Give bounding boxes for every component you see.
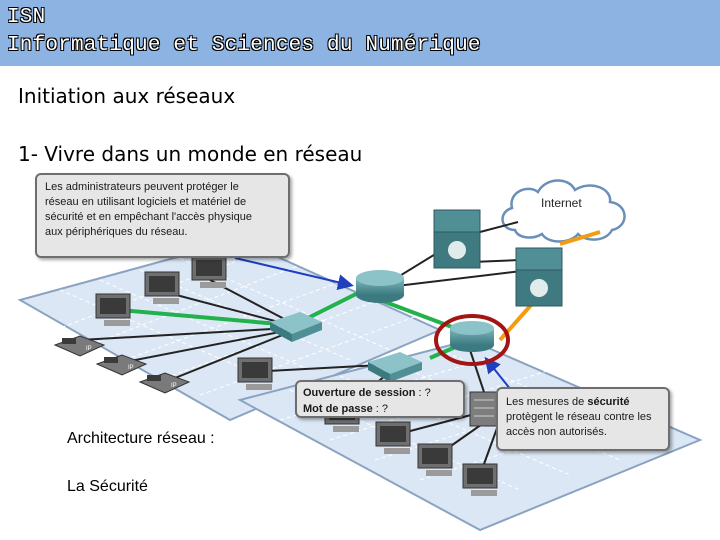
admin-callout-line: sécurité et en empêchant l'accès physiqu… [45,211,252,223]
password-label: Mot de passe [303,403,373,415]
admin-callout-line: Les administrateurs peuvent protéger le [45,181,239,193]
ip-phone-label: IP [128,365,134,371]
login-callout: Ouverture de session : ? Mot de passe : … [295,380,465,418]
admin-callout-line: réseau en utilisant logiciels et matérie… [45,196,247,208]
ip-phone-label: IP [86,346,92,352]
router-firewall [434,314,510,366]
security-callout-prefix: Les mesures de [506,396,588,408]
ip-phone-group [53,335,191,394]
security-caption: La Sécurité [67,478,148,495]
internet-label: Internet [541,196,582,210]
workstation-group [95,255,498,496]
login-value: : ? [415,387,431,399]
admin-callout-line: aux périphériques du réseau. [45,226,188,238]
server-icon [469,391,499,427]
admin-callout: Les administrateurs peuvent protéger le … [35,173,290,258]
course-title: Informatique et Sciences du Numérique [7,34,481,57]
admin-arrow [234,257,354,291]
router-center [356,270,404,303]
title-banner: ISN Informatique et Sciences du Numériqu… [0,0,720,66]
course-code: ISN [7,6,46,29]
switch-left [270,312,322,342]
login-label: Ouverture de session [303,387,416,399]
switch-right [368,352,422,382]
security-callout: Les mesures de sécurité protègent le rés… [496,387,670,451]
security-callout-emphasis: sécurité [587,396,630,408]
section-heading: 1- Vivre dans un monde en réseau [18,142,363,166]
ip-phone-label: IP [171,383,177,389]
internet-cloud [501,179,626,243]
multilayer-switch-right [515,247,563,307]
architecture-caption: Architecture réseau : [67,430,215,447]
multilayer-switch-top [433,209,481,269]
password-value: : ? [372,403,388,415]
security-callout-line: protègent le réseau contre les [506,411,652,423]
page-heading: Initiation aux réseaux [18,84,236,108]
security-callout-line: accès non autorisés. [506,426,607,438]
